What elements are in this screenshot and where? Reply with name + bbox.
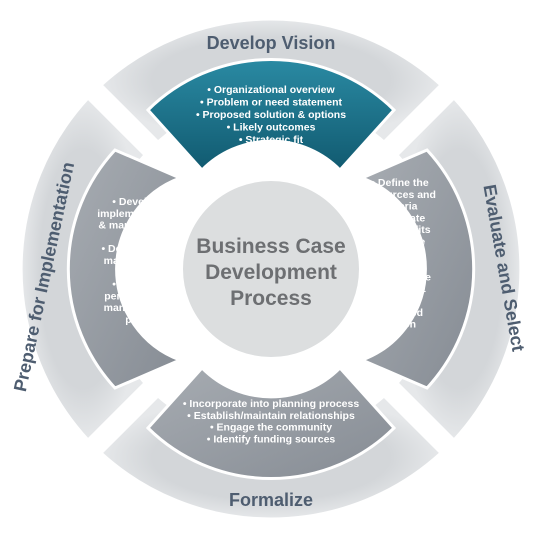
develop-vision-bullet-line: • Proposed solution & options [196, 109, 346, 121]
formalize-bullet-line: • Identify funding sources [207, 433, 336, 445]
evaluate-and-select-bullet-line: TIM benefits [369, 224, 430, 236]
center-label-line1: Business Case [196, 235, 345, 258]
prepare-for-implementation-bullet-line: • Develop risk [101, 243, 170, 255]
evaluate-and-select-bullet-line: criteria [382, 201, 417, 213]
prepare-for-implementation-bullet-line: • Develop [112, 279, 159, 291]
develop-vision-bullet-line: • Organizational overview [207, 84, 335, 96]
prepare-for-implementation-bullet-line: plan [125, 231, 147, 243]
center-label-line2: Development [205, 261, 337, 284]
evaluate-and-select-bullet-line: • Conduct [375, 260, 425, 272]
develop-vision-bullet-line: • Strategic fit [239, 134, 304, 146]
evaluate-and-select-bullet-line: preferred [377, 307, 423, 319]
inner-ring [66, 58, 476, 480]
prepare-for-implementation-bullet-line: performance [104, 290, 168, 302]
center-label-line3: Process [230, 287, 312, 310]
prepare-for-implementation-bullet-line: plan [125, 267, 147, 279]
prepare-for-implementation-bullet-line: plan [125, 314, 147, 326]
evaluate-and-select-bullet-line: • Estimate [375, 236, 426, 248]
inner-segment-top [145, 58, 397, 173]
inner-segment-bottom [145, 365, 397, 480]
formalize-bullet-line: • Engage the community [210, 422, 332, 434]
phase-title-develop-vision: Develop Vision [207, 33, 336, 53]
formalize-bullet-line: • Incorporate into planning process [183, 398, 360, 410]
evaluate-and-select-bullet-line: option [384, 319, 416, 331]
center-circle [179, 177, 363, 361]
develop-vision-bullets: • Organizational overview• Problem or ne… [196, 84, 346, 146]
develop-vision-bullet-line: • Likely outcomes [227, 122, 316, 134]
prepare-for-implementation-bullet-line: management [104, 255, 169, 267]
inner-segment-left [66, 148, 185, 390]
evaluate-and-select-bullet-line: comparative [369, 271, 431, 283]
formalize-bullet-line: • Establish/maintain relationships [187, 410, 355, 422]
formalize-bullets: • Incorporate into planning process• Est… [183, 398, 360, 445]
prepare-for-implementation-bullet-line: implementation [97, 208, 175, 220]
evaluate-and-select-bullet-line: • Define the [371, 177, 429, 189]
evaluate-and-select-bullet-line: • Estimate [375, 212, 426, 224]
prepare-for-implementation-bullet-line: management [104, 302, 169, 314]
evaluate-and-select-bullet-line: TIM costs [376, 248, 425, 260]
evaluate-and-select-bullet-line: resources and [364, 189, 436, 201]
develop-vision-bullet-line: • Problem or need statement [200, 97, 342, 109]
phase-title-formalize: Formalize [229, 490, 313, 510]
evaluate-and-select-bullet-line: select [385, 295, 415, 307]
evaluate-and-select-bullet-line: analysis & [374, 283, 426, 295]
prepare-for-implementation-bullet-line: • Develop [112, 196, 159, 208]
inner-segment-right [357, 148, 476, 390]
prepare-for-implementation-bullet-line: & management [98, 220, 174, 232]
